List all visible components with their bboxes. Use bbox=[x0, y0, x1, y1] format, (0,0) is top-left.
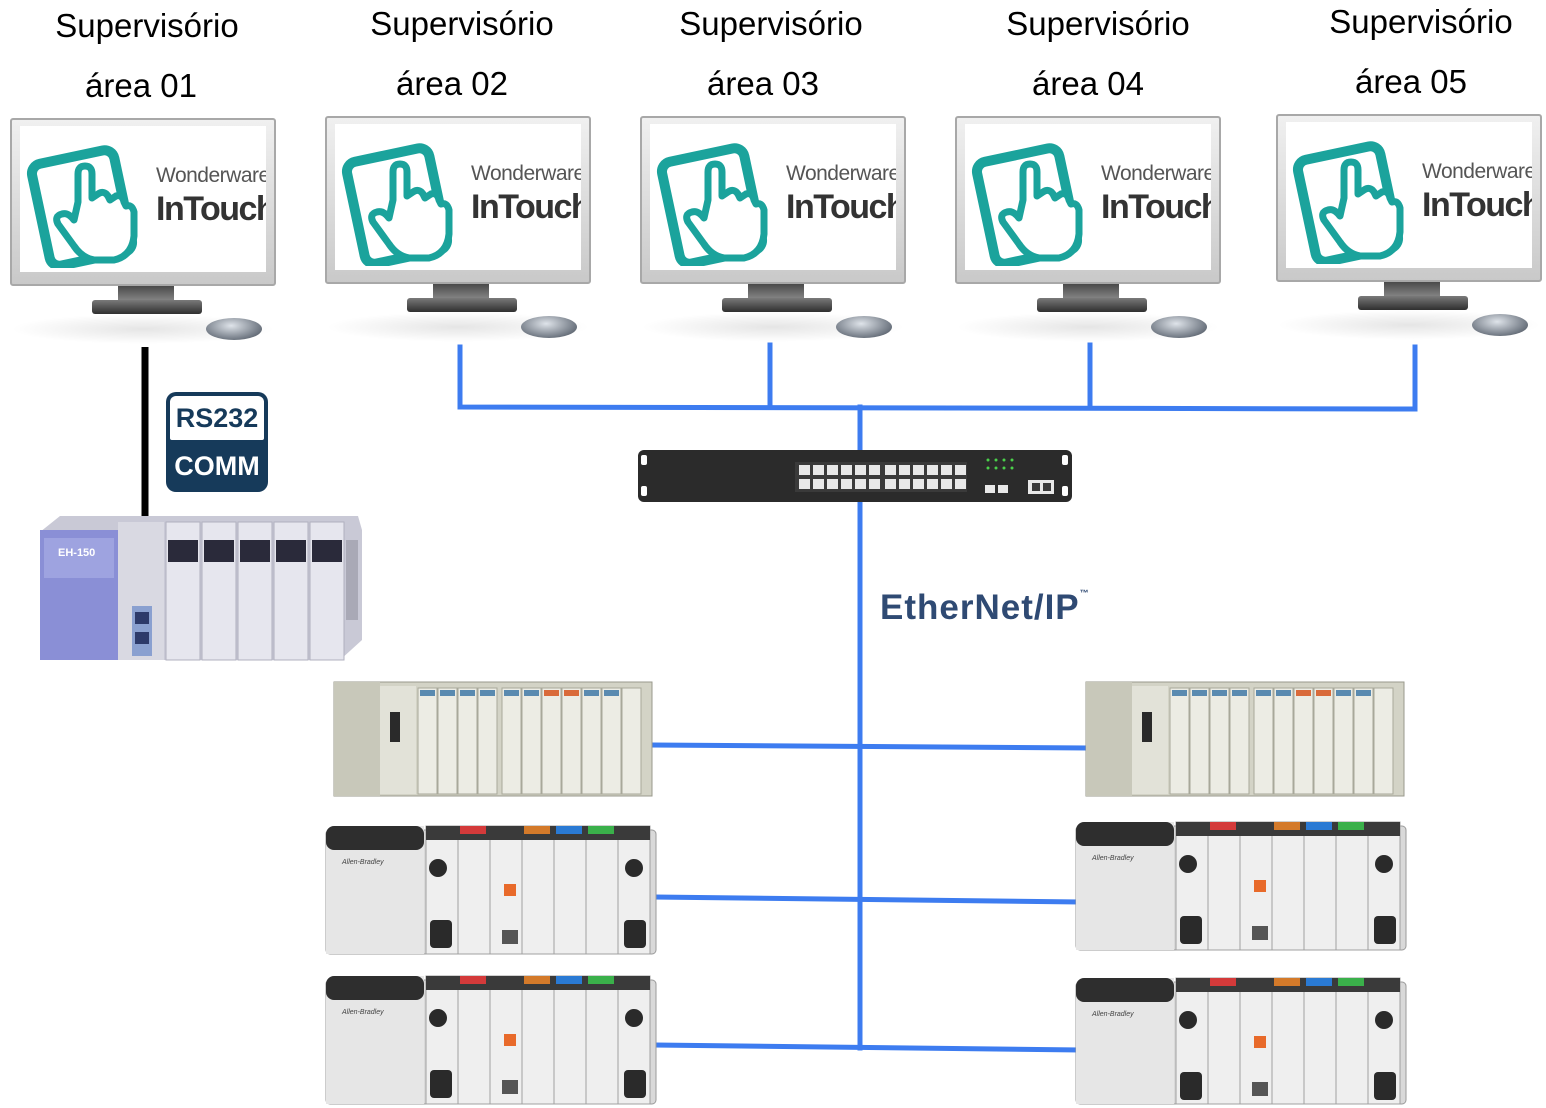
rs232-label: RS232 bbox=[170, 396, 264, 440]
monitor-frame: Wonderware InTouch bbox=[10, 118, 276, 286]
intouch-hand-icon bbox=[341, 143, 453, 266]
slc-rack-right bbox=[1085, 681, 1405, 797]
rack-brand-text: Allen-Bradley bbox=[341, 859, 384, 866]
ethernet-line bbox=[652, 894, 1081, 905]
brand-text: Wonderware bbox=[156, 164, 266, 187]
station-label-line2: área 04 bbox=[1032, 65, 1144, 102]
legacy-plc-model: EH-150 bbox=[58, 547, 95, 559]
ethernet-ip-logo: EtherNet/IP™ bbox=[880, 588, 1090, 628]
station-label-line2: área 03 bbox=[707, 65, 819, 102]
product-text: InTouch bbox=[156, 190, 266, 228]
controllogix-rack-left-1: Allen-Bradley bbox=[325, 825, 657, 955]
rs232-comm-badge: RS232 COMM bbox=[166, 392, 268, 492]
station-label-line1: Supervisório bbox=[1329, 3, 1513, 40]
monitor-frame: Wonderware InTouch bbox=[1276, 114, 1542, 282]
mouse-icon bbox=[206, 318, 262, 340]
mouse-icon bbox=[1151, 316, 1207, 338]
station-label-line2: área 01 bbox=[85, 67, 197, 104]
controllogix-rack-right-2: Allen-Bradley bbox=[1075, 977, 1407, 1105]
comm-label: COMM bbox=[174, 451, 260, 481]
mouse-icon bbox=[1472, 314, 1528, 336]
rack-brand-text: Allen-Bradley bbox=[1091, 855, 1134, 862]
monitor: Wonderware InTouch bbox=[640, 116, 910, 346]
monitor: Wonderware InTouch bbox=[1276, 114, 1546, 344]
brand-text: Wonderware bbox=[1101, 162, 1211, 185]
monitor-frame: Wonderware InTouch bbox=[325, 116, 591, 284]
intouch-hand-icon bbox=[971, 143, 1083, 266]
slc-rack-left bbox=[333, 681, 653, 797]
intouch-hand-icon bbox=[26, 145, 138, 268]
mouse-icon bbox=[521, 316, 577, 338]
brand-text: Wonderware bbox=[471, 162, 581, 185]
station-label-line2: área 05 bbox=[1355, 63, 1467, 100]
rack-brand-text: Allen-Bradley bbox=[1091, 1011, 1134, 1018]
monitor-screen: Wonderware InTouch bbox=[1286, 122, 1532, 268]
brand-text: Wonderware bbox=[1422, 160, 1532, 183]
station-label-line1: Supervisório bbox=[55, 7, 239, 44]
monitor-screen: Wonderware InTouch bbox=[335, 124, 581, 270]
ethernet-line bbox=[649, 742, 1089, 751]
monitor-frame: Wonderware InTouch bbox=[955, 116, 1221, 284]
station-label-line1: Supervisório bbox=[1006, 5, 1190, 42]
ethernet-trunk bbox=[457, 342, 1418, 1053]
monitor-screen: Wonderware InTouch bbox=[650, 124, 896, 270]
trademark-mark: ™ bbox=[1079, 588, 1090, 598]
rack-brand-text: Allen-Bradley bbox=[341, 1009, 384, 1016]
ethernet-line bbox=[652, 1042, 1081, 1053]
brand-text: Wonderware bbox=[786, 162, 896, 185]
monitor: Wonderware InTouch bbox=[955, 116, 1225, 346]
product-text: InTouch bbox=[786, 188, 896, 226]
monitor-frame: Wonderware InTouch bbox=[640, 116, 906, 284]
station-label-line1: Supervisório bbox=[679, 5, 863, 42]
controllogix-rack-right-1: Allen-Bradley bbox=[1075, 821, 1407, 951]
product-text: InTouch bbox=[1422, 186, 1532, 224]
monitor: Wonderware InTouch bbox=[10, 118, 280, 348]
intouch-hand-icon bbox=[656, 143, 768, 266]
legacy-plc: EH-150 bbox=[40, 516, 362, 661]
controllogix-rack-left-2: Allen-Bradley bbox=[325, 975, 657, 1105]
product-text: InTouch bbox=[1101, 188, 1211, 226]
monitor-screen: Wonderware InTouch bbox=[20, 126, 266, 272]
monitor-screen: Wonderware InTouch bbox=[965, 124, 1211, 270]
mouse-icon bbox=[836, 316, 892, 338]
monitor: Wonderware InTouch bbox=[325, 116, 595, 346]
station-label-line2: área 02 bbox=[396, 65, 508, 102]
station-label-line1: Supervisório bbox=[370, 5, 554, 42]
intouch-hand-icon bbox=[1292, 141, 1404, 264]
product-text: InTouch bbox=[471, 188, 581, 226]
ethernet-line bbox=[457, 344, 1418, 412]
ethernet-ip-text: EtherNet/IP bbox=[880, 588, 1080, 627]
network-switch bbox=[638, 450, 1072, 502]
